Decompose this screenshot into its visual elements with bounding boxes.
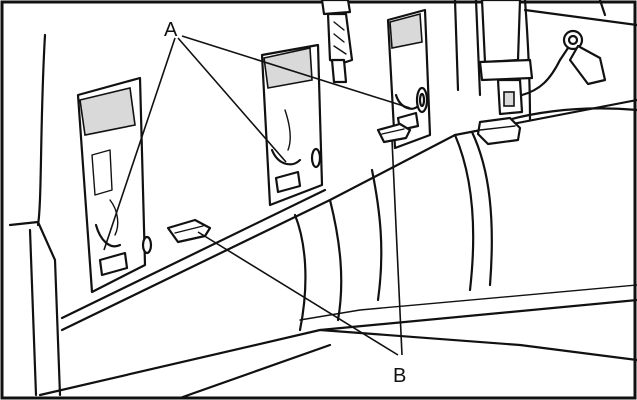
callout-a-leaders [103, 35, 411, 251]
floor-latch-right [376, 122, 412, 144]
anchor-bracket-left [76, 76, 153, 294]
callout-label-a: A [164, 19, 178, 41]
floor-lines [38, 284, 637, 400]
floor-latch-left [166, 218, 212, 244]
callout-label-b: B [393, 365, 406, 387]
anchor-bracket-middle [260, 43, 324, 207]
left-pillar [8, 33, 62, 397]
callout-b-leaders [197, 139, 403, 356]
hanging-latch-plate [320, 0, 354, 84]
seat-belt [478, 0, 607, 116]
right-floor-latch [476, 116, 522, 146]
